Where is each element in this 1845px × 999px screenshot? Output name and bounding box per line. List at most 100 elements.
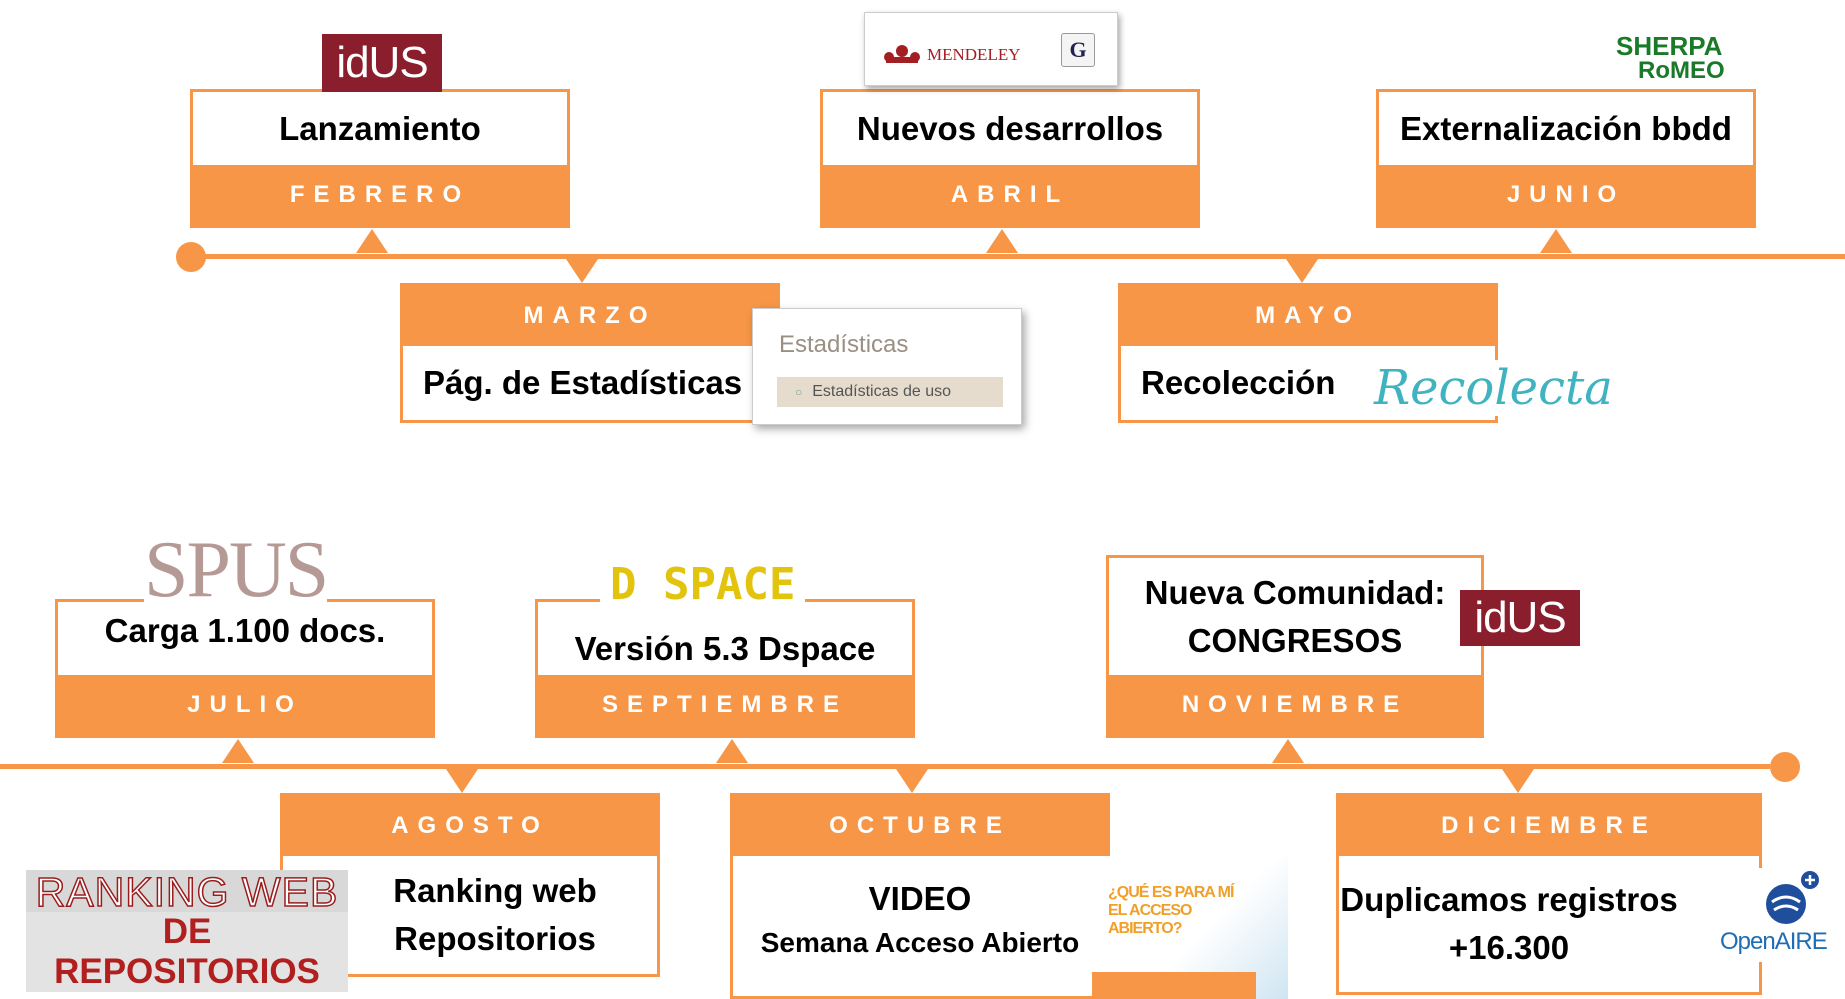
pointer-diciembre — [1502, 769, 1534, 793]
pointer-abril — [986, 229, 1018, 253]
idus-logo-text: idUS — [336, 38, 428, 87]
stats-screenshot: Estadísticas ○ Estadísticas de uso — [752, 308, 1022, 425]
sherpa-romeo-logo: SHERPA RoMEO — [1616, 32, 1740, 88]
timeline-start-dot — [176, 242, 206, 272]
card-octubre-body: VIDEO Semana Acceso Abierto — [733, 856, 1107, 986]
openaire-logo-text: OpenAIRE — [1720, 928, 1828, 955]
month-label-junio: JUNIO — [1506, 181, 1626, 208]
month-label-abril: ABRIL — [950, 181, 1070, 208]
card-julio-text: Carga 1.100 docs. — [104, 612, 386, 649]
stats-item-bullet: ○ — [795, 385, 803, 399]
wordpress-icon: G — [1061, 33, 1095, 67]
card-febrero-body: Lanzamiento — [193, 92, 567, 165]
card-octubre: OCTUBRE VIDEO Semana Acceso Abierto — [730, 793, 1110, 999]
pointer-agosto — [446, 769, 478, 793]
card-mayo-text: Recolección — [1141, 364, 1336, 401]
card-febrero: Lanzamiento FEBRERO — [190, 89, 570, 228]
mendeley-logo: MENDELEY G — [864, 12, 1118, 86]
dspace-logo: D SPACE — [600, 558, 806, 610]
stats-title: Estadísticas — [779, 331, 909, 358]
card-marzo-band: MARZO — [403, 286, 777, 346]
card-marzo-body: Pág. de Estadísticas — [403, 346, 777, 420]
card-diciembre-body: Duplicamos registros +16.300 — [1339, 856, 1759, 992]
card-julio-band: JULIO — [58, 675, 432, 735]
ranking-logo-text-1: RANKING WEB — [26, 869, 348, 915]
card-mayo-band: MAYO — [1121, 286, 1495, 346]
card-marzo: MARZO Pág. de Estadísticas — [400, 283, 780, 423]
card-julio: Carga 1.100 docs. JULIO — [55, 599, 435, 738]
mendeley-logo-text: MENDELEY — [927, 45, 1021, 64]
openaire-icon — [1766, 871, 1819, 924]
card-septiembre-band: SEPTIEMBRE — [538, 675, 912, 735]
card-diciembre-text-1: Duplicamos registros — [1340, 881, 1678, 918]
video-title-3: ABIERTO? — [1108, 920, 1182, 937]
sherpa-logo-text: SHERPA — [1616, 31, 1723, 61]
recolecta-logo: Recolecta — [1370, 360, 1617, 416]
month-label-octubre: OCTUBRE — [829, 812, 1011, 839]
romeo-logo-text: RoMEO — [1638, 57, 1725, 84]
card-diciembre-band: DICIEMBRE — [1339, 796, 1759, 856]
pointer-noviembre — [1272, 739, 1304, 763]
month-label-septiembre: SEPTIEMBRE — [601, 691, 849, 718]
card-septiembre-body: Versión 5.3 Dspace — [538, 602, 912, 675]
card-noviembre-text-2: CONGRESOS — [1187, 621, 1403, 659]
video-title-2: EL ACCESO — [1108, 902, 1192, 919]
card-octubre-band: OCTUBRE — [733, 796, 1107, 856]
month-label-julio: JULIO — [187, 691, 303, 718]
card-noviembre-text-1: Nueva Comunidad: — [1144, 573, 1446, 611]
idus-logo-2: idUS — [1460, 590, 1580, 646]
pointer-febrero — [356, 229, 388, 253]
dspace-logo-text: D SPACE — [610, 558, 796, 610]
timeline-axis-bottom — [0, 764, 1770, 769]
card-agosto-body: Ranking web Repositorios — [283, 856, 657, 974]
card-noviembre-body: Nueva Comunidad: CONGRESOS — [1109, 558, 1481, 675]
card-noviembre: Nueva Comunidad: CONGRESOS NOVIEMBRE — [1106, 555, 1484, 738]
stats-item-label: Estadísticas de uso — [812, 383, 951, 400]
card-diciembre: DICIEMBRE Duplicamos registros +16.300 — [1336, 793, 1762, 995]
card-abril: Nuevos desarrollos ABRIL — [820, 89, 1200, 228]
stats-item-box: ○ Estadísticas de uso — [777, 377, 1003, 407]
idus-logo-2-text: idUS — [1474, 593, 1566, 642]
ranking-web-logo: RANKING WEB DE REPOSITORIOS — [26, 869, 348, 992]
card-julio-body: Carga 1.100 docs. — [58, 602, 432, 675]
card-junio-band: JUNIO — [1379, 165, 1753, 225]
card-abril-body: Nuevos desarrollos — [823, 92, 1197, 165]
video-orange-bar — [1092, 972, 1256, 999]
month-label-marzo: MARZO — [523, 302, 657, 329]
pointer-septiembre — [716, 739, 748, 763]
card-junio-text: Externalización bbdd — [1400, 109, 1732, 147]
pointer-octubre — [896, 769, 928, 793]
video-title-1: ¿QUÉ ES PARA MÍ — [1108, 884, 1234, 901]
card-diciembre-text-2: +16.300 — [1448, 929, 1570, 966]
card-abril-band: ABRIL — [823, 165, 1197, 225]
pointer-mayo — [1286, 259, 1318, 283]
ranking-logo-text-2: DE REPOSITORIOS — [26, 912, 348, 992]
card-agosto-text-2: Repositorios — [394, 920, 596, 957]
card-noviembre-band: NOVIEMBRE — [1109, 675, 1481, 735]
pointer-julio — [222, 739, 254, 763]
card-marzo-text: Pág. de Estadísticas — [423, 364, 743, 401]
month-label-noviembre: NOVIEMBRE — [1181, 691, 1409, 718]
video-thumbnail: ¿QUÉ ES PARA MÍ EL ACCESO ABIERTO? — [1092, 856, 1288, 999]
card-febrero-band: FEBRERO — [193, 165, 567, 225]
timeline-end-dot — [1770, 752, 1800, 782]
openaire-logo: OpenAIRE — [1714, 868, 1845, 962]
card-mayo-body: Recolección — [1121, 346, 1495, 420]
pointer-marzo — [566, 259, 598, 283]
card-octubre-text-2: Semana Acceso Abierto — [760, 927, 1080, 958]
card-agosto-text-1: Ranking web — [393, 872, 597, 909]
card-junio: Externalización bbdd JUNIO — [1376, 89, 1756, 228]
card-junio-body: Externalización bbdd — [1379, 92, 1753, 165]
month-label-mayo: MAYO — [1255, 302, 1361, 329]
card-febrero-text: Lanzamiento — [279, 109, 481, 147]
card-septiembre-text: Versión 5.3 Dspace — [574, 629, 876, 667]
mendeley-icon — [884, 45, 920, 63]
month-label-febrero: FEBRERO — [289, 181, 471, 208]
month-label-diciembre: DICIEMBRE — [1441, 812, 1657, 839]
card-octubre-text-1: VIDEO — [868, 880, 972, 917]
spus-logo: SPUS — [144, 526, 329, 614]
month-label-agosto: AGOSTO — [391, 812, 549, 839]
pointer-junio — [1540, 229, 1572, 253]
card-septiembre: Versión 5.3 Dspace SEPTIEMBRE — [535, 599, 915, 738]
card-abril-text: Nuevos desarrollos — [856, 109, 1164, 147]
